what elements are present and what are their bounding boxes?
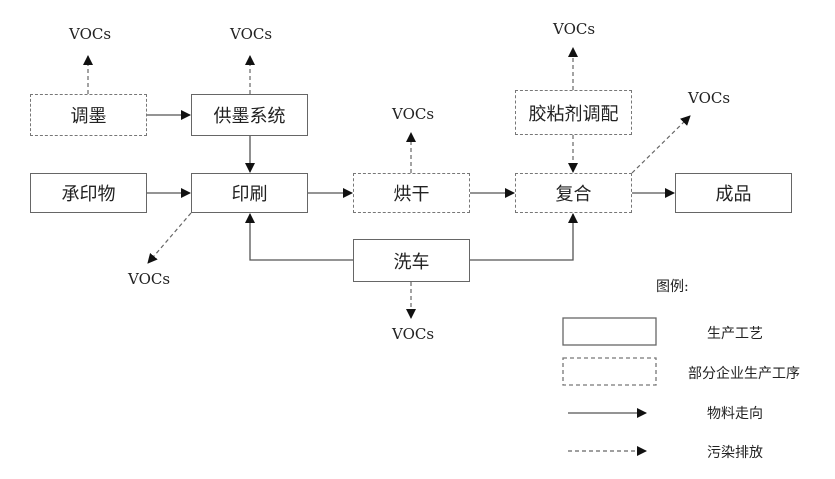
node-label: 调墨 <box>70 106 107 127</box>
node-chengyinwu: 承印物 <box>30 173 147 213</box>
node-label: 印刷 <box>231 184 268 205</box>
node-chengpin: 成品 <box>675 173 792 213</box>
legend-title: 图例: <box>656 279 689 295</box>
node-fuhe: 复合 <box>515 173 632 213</box>
node-label: 复合 <box>555 184 592 205</box>
node-label: 胶粘剂调配 <box>528 103 619 125</box>
emission-fuhe <box>631 115 691 174</box>
emission-label-tiaomo: VOCs <box>69 25 112 43</box>
legend-label-pollution: 污染排放 <box>707 445 763 461</box>
flow-xiche-yinshua <box>245 213 353 261</box>
emission-label-gongmo: VOCs <box>230 25 273 43</box>
node-tiaomo: 调墨 <box>30 94 147 136</box>
node-honggan: 烘干 <box>353 173 470 213</box>
emission-label-honggan: VOCs <box>392 105 435 123</box>
emission-label-jiaonianji: VOCs <box>553 20 596 38</box>
emission-label-xiche: VOCs <box>392 325 435 343</box>
legend-label-partial: 部分企业生产工序 <box>688 366 800 382</box>
node-gongmo: 供墨系统 <box>191 94 308 136</box>
node-label: 成品 <box>715 184 752 205</box>
emission-label-yinshua: VOCs <box>128 270 171 288</box>
legend-label-process: 生产工艺 <box>707 326 763 342</box>
flow-xiche-fuhe <box>470 213 578 261</box>
node-label: 承印物 <box>61 184 116 205</box>
legend-label-material: 物料走向 <box>707 406 763 422</box>
node-xiche: 洗车 <box>353 239 470 282</box>
node-yinshua: 印刷 <box>191 173 308 213</box>
legend-dashed-box <box>562 357 657 386</box>
node-label: 供墨系统 <box>213 106 286 127</box>
node-label: 烘干 <box>393 184 430 205</box>
node-label: 洗车 <box>393 251 430 273</box>
legend-solid-box <box>562 317 657 346</box>
node-jiaonianji: 胶粘剂调配 <box>515 90 632 135</box>
emission-yinshua <box>147 212 192 264</box>
emission-label-fuhe: VOCs <box>688 89 731 107</box>
